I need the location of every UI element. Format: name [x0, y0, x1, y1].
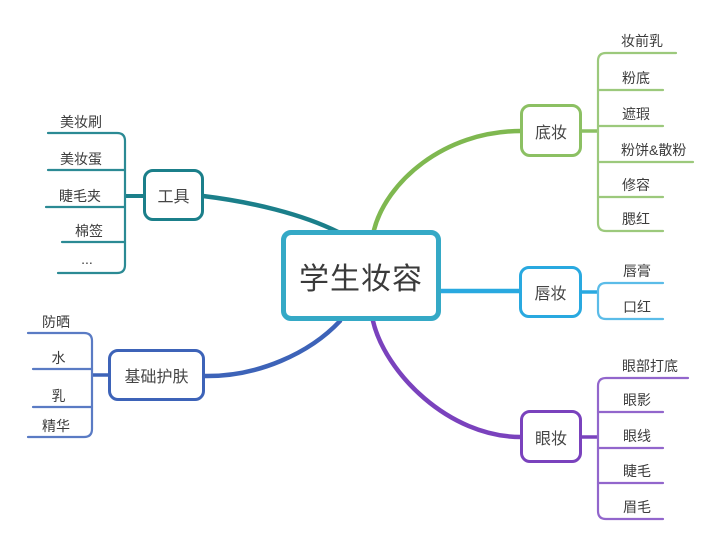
leaf-eye-primer[interactable]: 眼部打底: [622, 358, 678, 374]
leaf-concealer[interactable]: 遮瑕: [622, 106, 650, 122]
leaf-essence[interactable]: 精华: [42, 418, 70, 434]
leaf-lipstick[interactable]: 口红: [623, 299, 651, 315]
leaf-tools-ellipsis[interactable]: ...: [81, 251, 93, 267]
comb-skincare: [26, 331, 94, 439]
branch-node-skincare[interactable]: 基础护肤: [108, 349, 205, 401]
leaf-foundation[interactable]: 粉底: [622, 70, 650, 86]
comb-tool: [44, 131, 127, 275]
root-node[interactable]: 学生妆容: [281, 230, 441, 321]
leaf-contour[interactable]: 修容: [622, 177, 650, 193]
comb-lip: [596, 281, 665, 321]
comb-eye: [596, 376, 690, 521]
branch-curve-tool: [200, 193, 341, 235]
comb-base: [596, 51, 695, 233]
leaf-beauty-sponge[interactable]: 美妆蛋: [60, 151, 102, 167]
leaf-lip-balm[interactable]: 唇膏: [623, 263, 651, 279]
leaf-eyeliner[interactable]: 眼线: [623, 428, 651, 444]
branch-node-lip-makeup[interactable]: 唇妆: [519, 266, 582, 318]
leaf-eyelash-curler[interactable]: 睫毛夹: [59, 188, 101, 204]
leaf-eyeshadow[interactable]: 眼影: [623, 392, 651, 408]
leaf-cotton-swab[interactable]: 棉签: [75, 223, 103, 239]
branch-curve-base: [371, 128, 524, 233]
leaf-sunscreen[interactable]: 防晒: [42, 314, 70, 330]
branch-curve-skincare: [201, 318, 343, 379]
leaf-powder[interactable]: 粉饼&散粉: [621, 142, 687, 158]
branch-node-tools[interactable]: 工具: [143, 169, 204, 221]
leaf-eyelashes[interactable]: 睫毛: [623, 463, 651, 479]
leaf-primer[interactable]: 妆前乳: [621, 33, 663, 49]
branch-node-eye-makeup[interactable]: 眼妆: [520, 410, 582, 463]
leaf-makeup-brush[interactable]: 美妆刷: [60, 114, 102, 130]
branch-curve-eye: [370, 318, 524, 440]
branch-node-base-makeup[interactable]: 底妆: [520, 104, 582, 157]
leaf-toner[interactable]: 水: [51, 350, 66, 366]
leaf-blush[interactable]: 腮红: [622, 211, 650, 227]
leaf-lotion[interactable]: 乳: [51, 388, 66, 404]
leaf-eyebrows[interactable]: 眉毛: [623, 499, 651, 515]
